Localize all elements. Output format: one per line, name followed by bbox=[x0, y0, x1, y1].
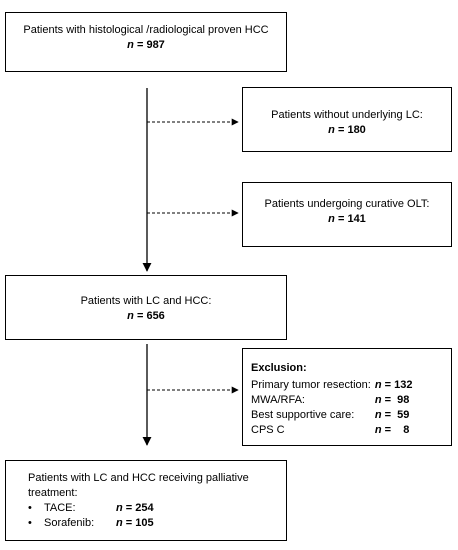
exclusion-row: CPS C n = 8 bbox=[251, 423, 412, 438]
count-value: = 254 bbox=[125, 502, 154, 514]
count-value: = 656 bbox=[136, 310, 165, 322]
exclusion-table: Primary tumor resection: n = 132 MWA/RFA… bbox=[251, 378, 412, 438]
n-symbol: n bbox=[116, 517, 123, 529]
exclusion-label: CPS C bbox=[251, 424, 285, 436]
box-total-count: n = 987 bbox=[6, 38, 286, 53]
n-symbol: n bbox=[127, 310, 134, 322]
palliative-item-tace: • TACE: n = 254 bbox=[28, 501, 286, 516]
treatment-count: n = 254 bbox=[116, 502, 154, 514]
box-without-lc-label: Patients without underlying LC: bbox=[271, 109, 423, 121]
treatment-label: TACE: bbox=[44, 502, 76, 514]
n-symbol: n bbox=[116, 502, 123, 514]
bullet-icon: • bbox=[28, 517, 32, 529]
box-without-lc-count: n = 180 bbox=[243, 123, 451, 138]
n-symbol: n bbox=[328, 124, 335, 136]
exclusion-label: Primary tumor resection: bbox=[251, 379, 371, 391]
count-value: = 8 bbox=[384, 424, 410, 436]
exclusion-label: MWA/RFA: bbox=[251, 394, 305, 406]
box-exclusion: Exclusion: Primary tumor resection: n = … bbox=[242, 348, 452, 446]
n-symbol: n bbox=[374, 394, 382, 406]
exclusion-row: MWA/RFA: n = 98 bbox=[251, 393, 412, 408]
box-palliative-treatment: Patients with LC and HCC receiving palli… bbox=[5, 460, 287, 541]
n-symbol: n bbox=[374, 409, 382, 421]
n-symbol: n bbox=[374, 424, 382, 436]
box-olt-label: Patients undergoing curative OLT: bbox=[264, 198, 430, 210]
treatment-label: Sorafenib: bbox=[44, 517, 95, 529]
n-symbol: n bbox=[374, 379, 382, 391]
palliative-label-line-1: Patients with LC and HCC receiving palli… bbox=[28, 472, 249, 484]
n-symbol: n bbox=[328, 213, 335, 225]
exclusion-row: Primary tumor resection: n = 132 bbox=[251, 378, 412, 393]
treatment-count: n = 105 bbox=[116, 517, 154, 529]
count-value: = 180 bbox=[337, 124, 366, 136]
count-value: = 132 bbox=[384, 379, 413, 391]
count-value: = 987 bbox=[136, 39, 165, 51]
box-olt-count: n = 141 bbox=[243, 212, 451, 227]
exclusion-title: Exclusion: bbox=[251, 362, 307, 374]
box-lc-hcc-label: Patients with LC and HCC: bbox=[80, 295, 212, 307]
exclusion-row: Best supportive care: n = 59 bbox=[251, 408, 412, 423]
bullet-icon: • bbox=[28, 502, 32, 514]
box-lc-hcc-count: n = 656 bbox=[6, 309, 286, 324]
exclusion-count: n = 98 bbox=[375, 393, 413, 408]
exclusion-count: n = 132 bbox=[375, 378, 413, 393]
box-curative-olt: Patients undergoing curative OLT: n = 14… bbox=[242, 182, 452, 247]
n-symbol: n bbox=[127, 39, 134, 51]
palliative-item-sorafenib: • Sorafenib: n = 105 bbox=[28, 516, 286, 531]
box-without-lc: Patients without underlying LC: n = 180 bbox=[242, 87, 452, 152]
exclusion-count: n = 59 bbox=[375, 408, 413, 423]
box-lc-and-hcc: Patients with LC and HCC: n = 656 bbox=[5, 275, 287, 340]
box-total-patients: Patients with histological /radiological… bbox=[5, 12, 287, 72]
count-value: = 98 bbox=[384, 394, 410, 406]
count-value: = 141 bbox=[337, 213, 366, 225]
exclusion-count: n = 8 bbox=[375, 423, 413, 438]
count-value: = 59 bbox=[384, 409, 410, 421]
exclusion-label: Best supportive care: bbox=[251, 409, 355, 421]
count-value: = 105 bbox=[125, 517, 154, 529]
palliative-label-line-2: treatment: bbox=[28, 487, 78, 499]
box-total-label: Patients with histological /radiological… bbox=[23, 24, 269, 36]
